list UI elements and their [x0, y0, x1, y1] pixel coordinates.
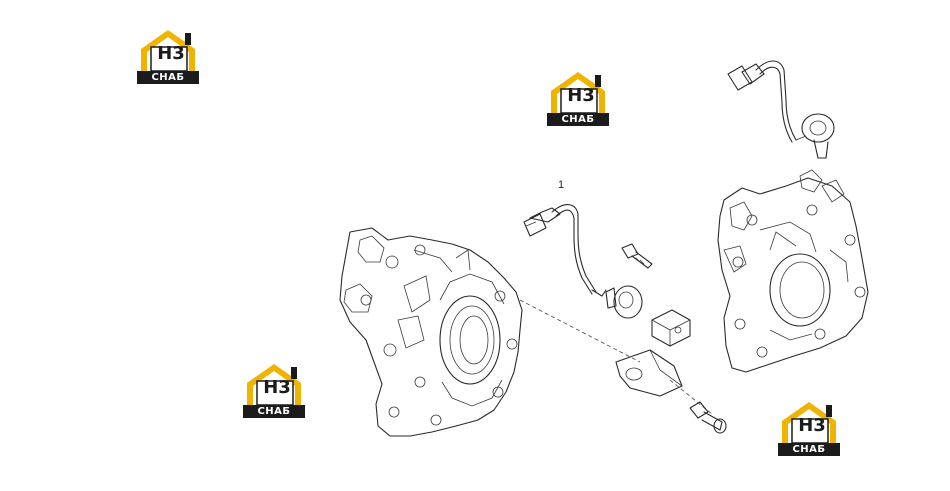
brand-logo: H3 СНАБ	[137, 27, 199, 85]
front-cover-left	[339, 227, 523, 437]
front-cover-right	[717, 169, 869, 373]
logo-mark-text: H3	[798, 415, 826, 436]
assembly-line-1	[519, 299, 641, 363]
logo-mark-text: H3	[263, 377, 291, 398]
brand-logo: H3 СНАБ	[243, 361, 305, 419]
house-roof-icon	[551, 72, 605, 113]
brand-logo: H3 СНАБ	[547, 69, 609, 127]
house-roof-icon	[782, 402, 836, 443]
house-roof-icon	[141, 30, 195, 71]
knock-sensor	[605, 285, 643, 319]
knock-sensor-harness	[523, 204, 607, 297]
logo-band-text: СНАБ	[243, 405, 305, 418]
logo-band-text: СНАБ	[547, 113, 609, 126]
logo-band-text: СНАБ	[778, 443, 840, 456]
logo-mark-text: H3	[567, 85, 595, 106]
sensor-assembly-top-right	[727, 60, 835, 159]
logo-band-text: СНАБ	[137, 71, 199, 84]
sensor-bracket	[615, 349, 683, 397]
bolt-small	[621, 243, 653, 269]
callout-number: 1	[558, 179, 565, 191]
logo-mark-text: H3	[157, 43, 185, 64]
clip-block	[651, 309, 691, 347]
house-roof-icon	[247, 364, 301, 405]
bolt-large	[689, 401, 727, 434]
brand-logo: H3 СНАБ	[778, 399, 840, 457]
